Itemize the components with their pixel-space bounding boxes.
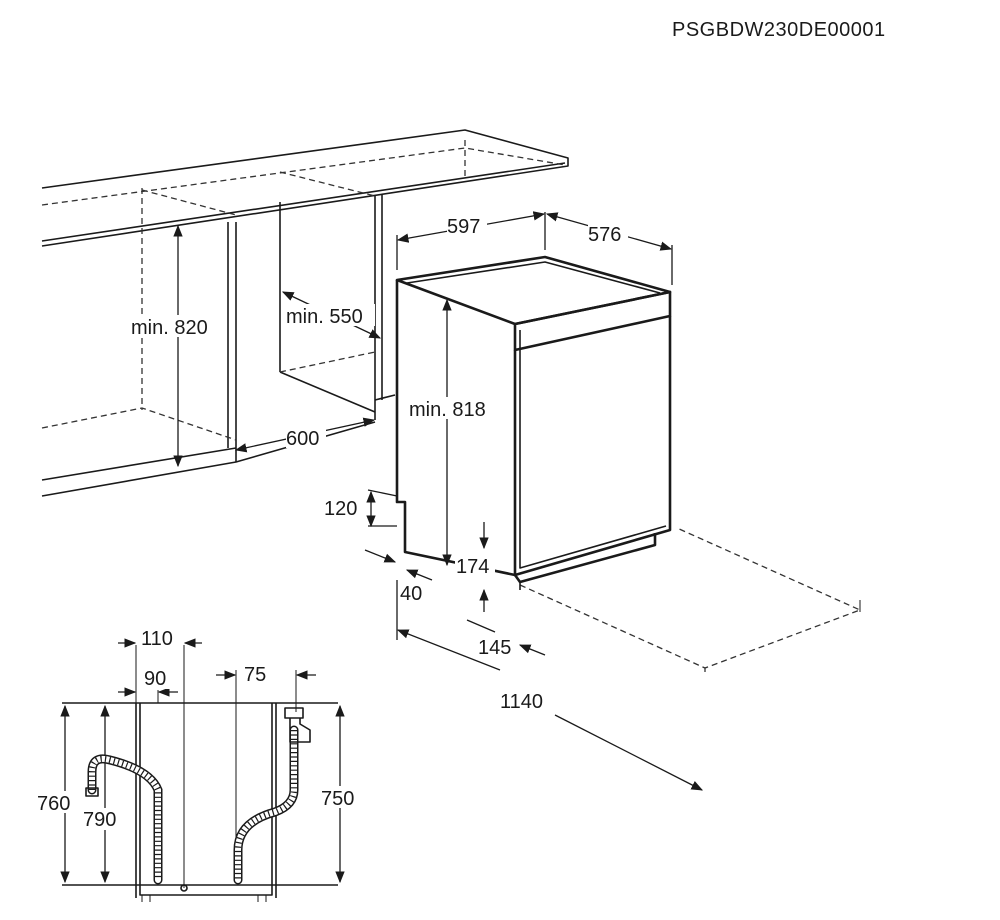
label-width: 597	[447, 216, 480, 238]
floor-outline	[519, 527, 862, 672]
label-offset-90: 90	[144, 668, 166, 690]
connection-detail: 110 90 75 760 790 750	[36, 627, 362, 902]
label-niche-depth: min. 550	[286, 306, 363, 328]
kitchen-cabinet-run	[41, 129, 569, 497]
label-offset-110: 110	[141, 628, 173, 650]
label-offset-75: 75	[244, 664, 266, 686]
label-depth: 576	[588, 224, 621, 246]
label-height-750: 750	[321, 788, 354, 810]
label-foot-height: 174	[456, 556, 489, 578]
label-niche-height: min. 820	[131, 317, 208, 339]
dishwasher-body	[395, 255, 672, 590]
label-door-open-depth: 1140	[500, 691, 543, 713]
dimension-labels: 597 576 min. 820 min. 550 600 min. 818 1…	[130, 214, 628, 713]
label-kick-depth: 40	[400, 583, 422, 605]
dimension-lines	[173, 211, 704, 791]
label-height-790: 790	[83, 809, 116, 831]
label-kick-height: 120	[324, 498, 357, 520]
label-foot-depth: 145	[478, 637, 511, 659]
document-code: PSGBDW230DE00001	[672, 19, 886, 41]
label-height-760: 760	[37, 793, 70, 815]
label-appliance-height: min. 818	[409, 399, 486, 421]
label-niche-width: 600	[286, 428, 319, 450]
